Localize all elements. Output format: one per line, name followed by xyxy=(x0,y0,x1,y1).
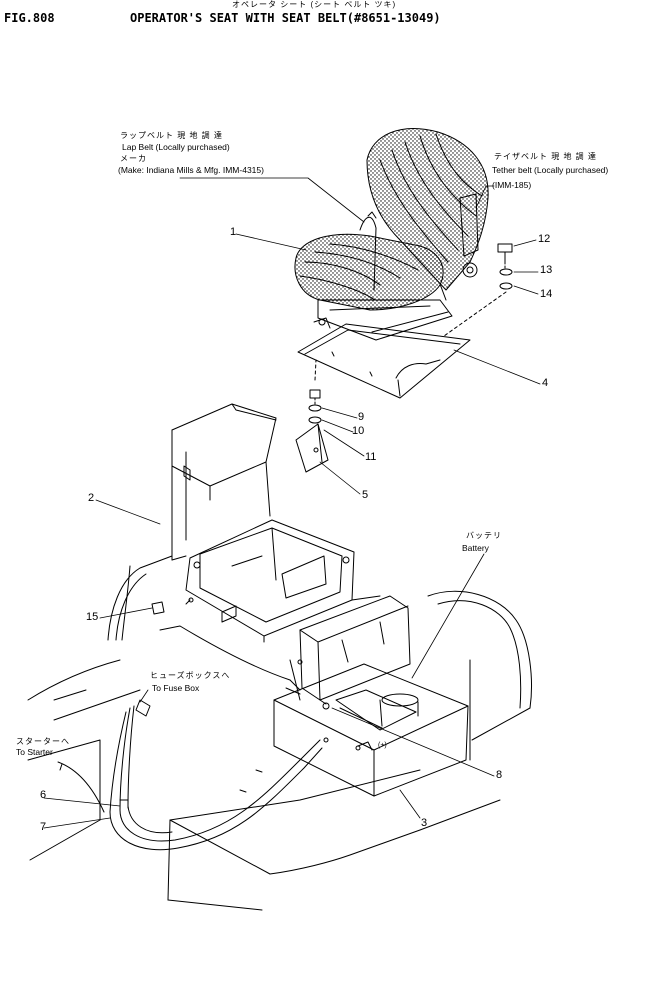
leader-lines xyxy=(43,177,541,829)
battery-box xyxy=(273,595,469,797)
starter-jp: スターターへ xyxy=(16,737,70,746)
tether-belt-jp: テイザベルト 現 地 調 達 xyxy=(494,152,597,161)
operator-seat xyxy=(294,128,489,341)
callout-13: 13 xyxy=(540,264,553,276)
starter-label: To Starter xyxy=(16,747,53,757)
small-plate xyxy=(151,601,165,615)
seat-box xyxy=(171,403,355,643)
lap-belt-jp: ラップベルト 現 地 調 達 xyxy=(120,131,223,140)
callout-15: 15 xyxy=(86,611,99,623)
callout-3: 3 xyxy=(421,817,428,829)
callout-12: 12 xyxy=(538,233,551,245)
fuse-box-jp: ヒューズボックスへ xyxy=(150,671,231,680)
floor-outline xyxy=(27,555,532,911)
callout-14: 14 xyxy=(540,288,553,300)
callout-5: 5 xyxy=(362,489,369,501)
bolt-stack-right xyxy=(443,243,513,337)
bolt-stack-center xyxy=(295,359,329,473)
maker-jp: メーカ xyxy=(120,154,147,163)
tether-belt-code: (IMM-185) xyxy=(492,180,532,190)
fuse-box-label: To Fuse Box xyxy=(152,683,200,693)
seat-mounting-plate xyxy=(297,323,471,399)
tether-belt-label: Tether belt (Locally purchased) xyxy=(492,165,609,175)
callout-4: 4 xyxy=(542,377,549,389)
callout-10: 10 xyxy=(352,425,365,437)
callout-8: 8 xyxy=(496,769,503,781)
lap-belt-label: Lap Belt (Locally purchased) xyxy=(122,142,230,152)
battery-cables xyxy=(57,699,323,851)
callout-7: 7 xyxy=(40,821,47,833)
battery-label: Battery xyxy=(462,543,489,553)
callout-1: 1 xyxy=(230,226,237,238)
callout-9: 9 xyxy=(358,411,365,423)
positive-terminal-label: (+) xyxy=(378,742,387,749)
title-japanese: オペレータ シート (シート ベルト ツキ) xyxy=(232,0,397,9)
maker-label: (Make: Indiana Mills & Mfg. IMM-4315) xyxy=(118,165,264,175)
battery-jp: バッテリ xyxy=(466,531,502,540)
fig-id: FIG.808 xyxy=(4,11,55,25)
callout-6: 6 xyxy=(40,789,47,801)
callout-2: 2 xyxy=(88,492,95,504)
page-title: OPERATOR'S SEAT WITH SEAT BELT(#8651-130… xyxy=(130,11,441,25)
callout-11: 11 xyxy=(365,451,377,463)
